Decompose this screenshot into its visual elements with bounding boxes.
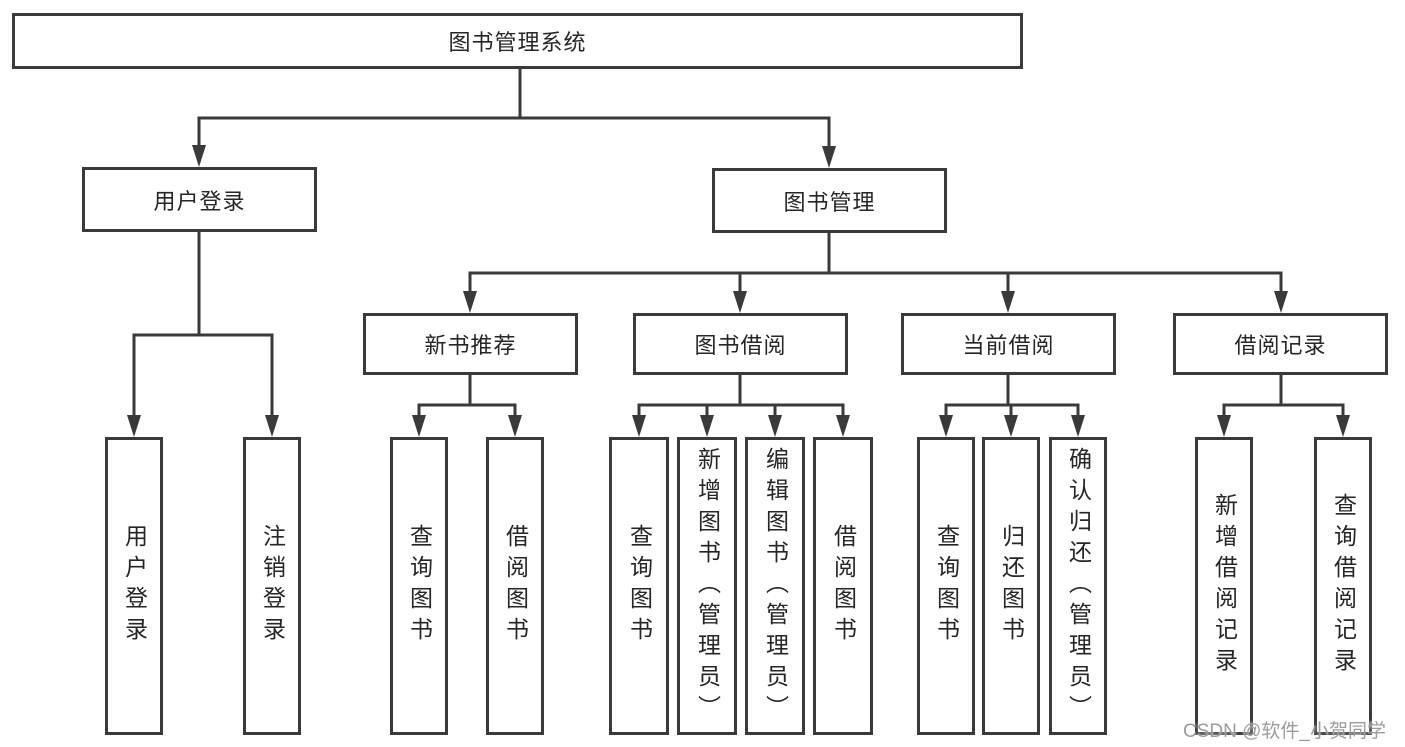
leaf-edit-books-admin: 编辑图书（管理员） — [745, 437, 805, 735]
leaf-borrow-books-2: 借阅图书 — [813, 437, 873, 735]
connector-borrow-records-to-leaves — [1217, 375, 1350, 437]
leaf-label: 借阅图书 — [502, 524, 529, 648]
node-label: 新书推荐 — [424, 333, 517, 358]
csdn-watermark: CSDN @软件_小贺同学 — [1183, 721, 1386, 742]
leaf-query-borrow-record: 查询借阅记录 — [1314, 437, 1372, 735]
leaf-label: 用户登录 — [121, 524, 148, 648]
node-label: 借阅记录 — [1234, 333, 1327, 358]
node-book-management: 图书管理 — [712, 168, 947, 233]
connector-book-borrow-to-leaves — [632, 375, 850, 437]
connector-new-book-recommend-to-leaves — [412, 375, 522, 437]
leaf-query-books-2: 查询图书 — [609, 437, 669, 735]
leaf-label: 新增图书（管理员） — [694, 446, 721, 726]
leaf-label: 归还图书 — [998, 524, 1025, 648]
leaf-label: 注销登录 — [259, 524, 286, 648]
node-library-system: 图书管理系统 — [12, 13, 1023, 69]
leaf-query-books-3: 查询图书 — [917, 437, 975, 735]
leaf-label: 确认归还（管理员） — [1065, 446, 1092, 726]
node-current-borrow: 当前借阅 — [901, 313, 1116, 375]
node-book-borrow: 图书借阅 — [633, 313, 848, 375]
connector-root-to-level2 — [192, 69, 836, 168]
node-new-book-recommend: 新书推荐 — [363, 313, 578, 375]
node-user-login-branch: 用户登录 — [82, 167, 317, 232]
leaf-logout: 注销登录 — [243, 437, 301, 735]
connector-user-login-to-leaves — [127, 232, 279, 437]
leaf-borrow-books-1: 借阅图书 — [486, 437, 544, 735]
node-label: 图书管理 — [783, 189, 876, 215]
connector-current-borrow-to-leaves — [939, 375, 1085, 437]
node-borrow-records: 借阅记录 — [1173, 313, 1388, 375]
leaf-label: 新增借阅记录 — [1211, 493, 1238, 679]
leaf-confirm-return-admin: 确认归还（管理员） — [1049, 437, 1107, 735]
leaf-user-login: 用户登录 — [105, 437, 163, 735]
leaf-label: 查询图书 — [406, 524, 433, 648]
leaf-label: 查询图书 — [626, 524, 653, 648]
connector-book-management-to-level3 — [463, 233, 1288, 313]
node-label: 用户登录 — [153, 188, 246, 214]
leaf-label: 查询借阅记录 — [1330, 493, 1357, 679]
leaf-return-books: 归还图书 — [982, 437, 1040, 735]
leaf-label: 查询图书 — [933, 524, 960, 648]
leaf-label: 借阅图书 — [830, 524, 857, 648]
leaf-label: 编辑图书（管理员） — [762, 446, 789, 726]
leaf-add-borrow-record: 新增借阅记录 — [1195, 437, 1253, 735]
leaf-add-books-admin: 新增图书（管理员） — [677, 437, 737, 735]
node-label: 图书借阅 — [694, 333, 787, 358]
leaf-query-books-1: 查询图书 — [390, 437, 448, 735]
node-label: 当前借阅 — [962, 333, 1055, 358]
node-label: 图书管理系统 — [448, 30, 587, 55]
